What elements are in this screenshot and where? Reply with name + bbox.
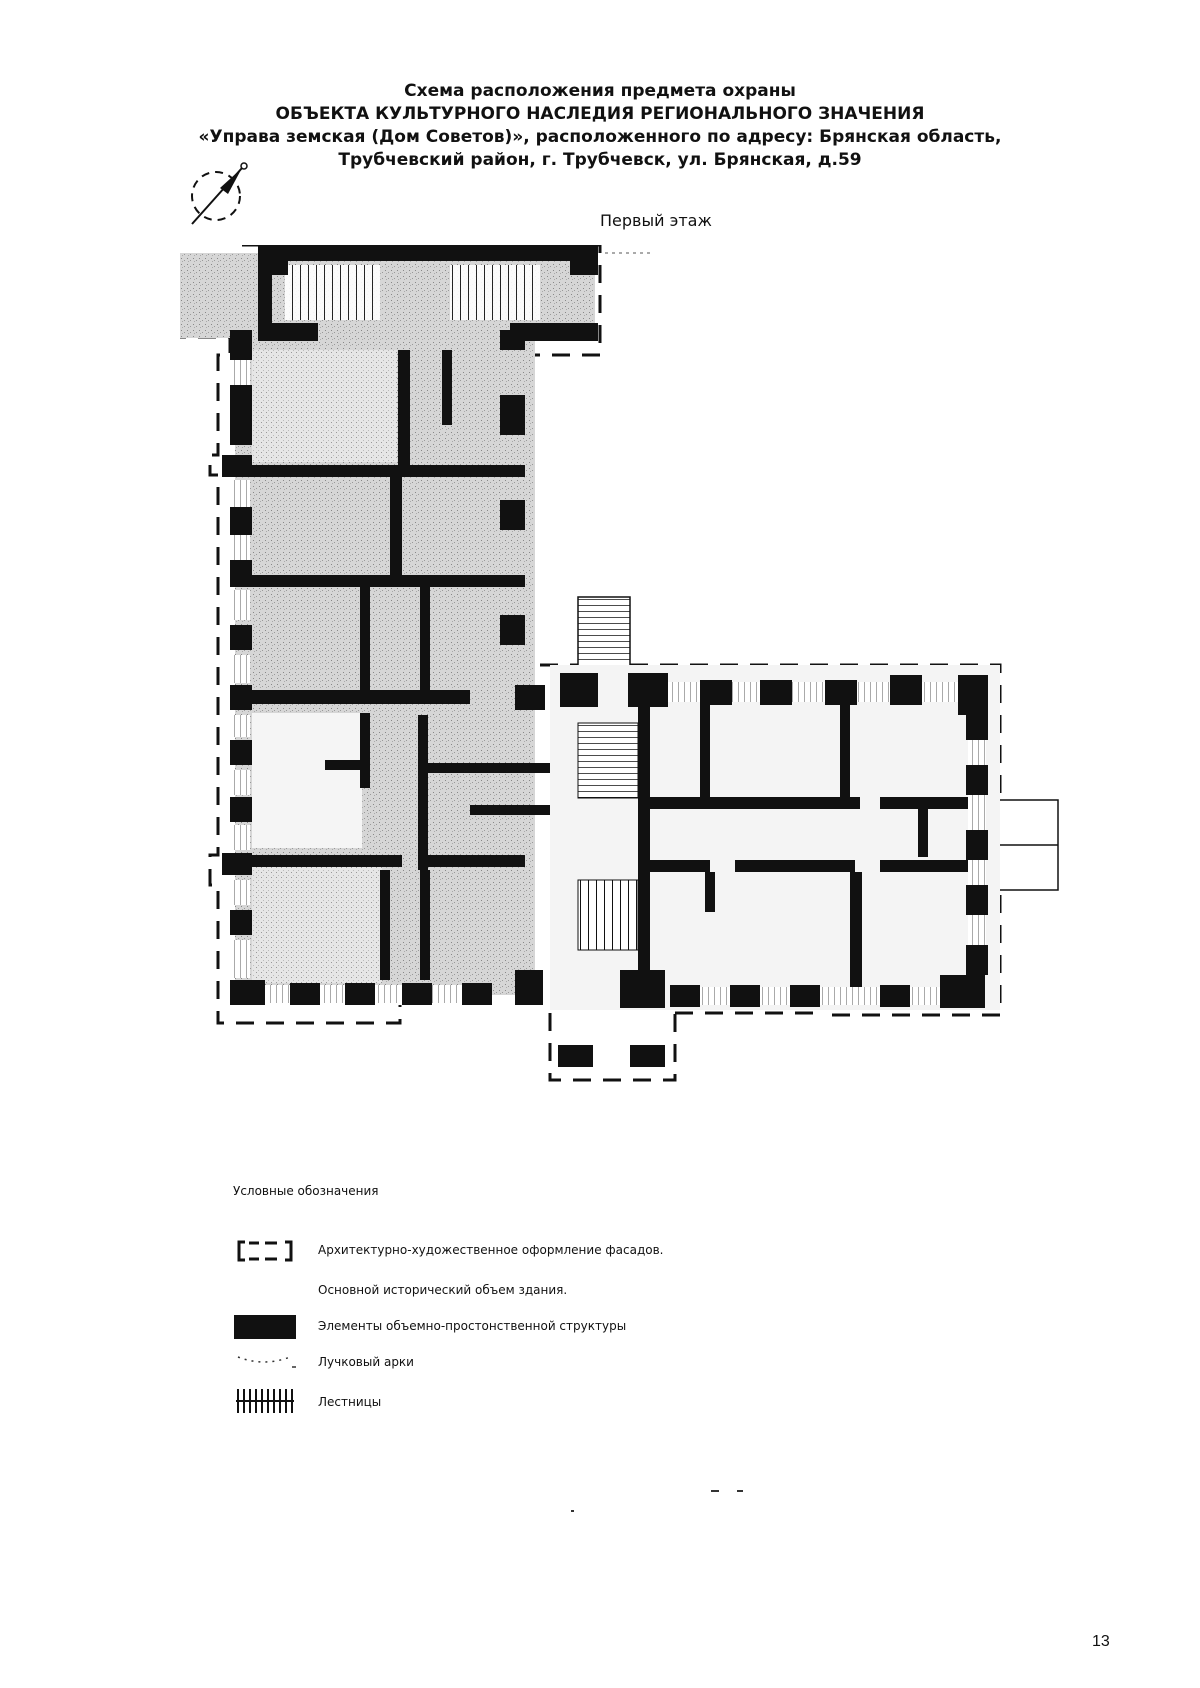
left-annex — [180, 253, 270, 338]
legend-label-volume: Основной исторический объем здания. — [318, 1283, 568, 1297]
floor-plan — [180, 245, 1059, 1082]
title-line-1: Схема расположения предмета охраны — [404, 81, 796, 101]
stairs-hatch-icon — [236, 1389, 294, 1413]
dashed-bracket-icon — [237, 1240, 293, 1262]
legend-item-stairs — [232, 1386, 298, 1416]
scan-mark — [711, 1490, 719, 1492]
legend-label-stairs: Лестницы — [318, 1395, 382, 1409]
legend-title: Условные обозначения — [233, 1184, 379, 1198]
page-number: 13 — [1092, 1633, 1110, 1650]
legend-item-facade — [232, 1236, 298, 1266]
title-line-3: «Управа земская (Дом Советов)», располож… — [198, 127, 1002, 147]
legend-label-structure: Элементы объемно-простонственной структу… — [318, 1319, 627, 1333]
floor-label: Первый этаж — [600, 211, 712, 230]
scan-mark — [571, 1510, 574, 1512]
scan-mark — [737, 1490, 743, 1492]
black-block-icon — [234, 1315, 296, 1339]
title-line-4: Трубчевский район, г. Трубчевск, ул. Бря… — [338, 150, 862, 170]
legend-item-structure — [232, 1312, 298, 1342]
title-line-2: ОБЪЕКТА КУЛЬТУРНОГО НАСЛЕДИЯ РЕГИОНАЛЬНО… — [275, 104, 925, 124]
legend-label-facade: Архитектурно-художественное оформление ф… — [318, 1243, 664, 1257]
document-title: Схема расположения предмета охраны ОБЪЕК… — [0, 80, 1200, 172]
north-arrow-icon — [191, 162, 248, 225]
porch-steps-top — [577, 596, 631, 670]
legend-label-arches: Лучковый арки — [318, 1355, 414, 1369]
arch-dots-icon — [237, 1356, 296, 1368]
legend-item-arches — [232, 1348, 298, 1378]
